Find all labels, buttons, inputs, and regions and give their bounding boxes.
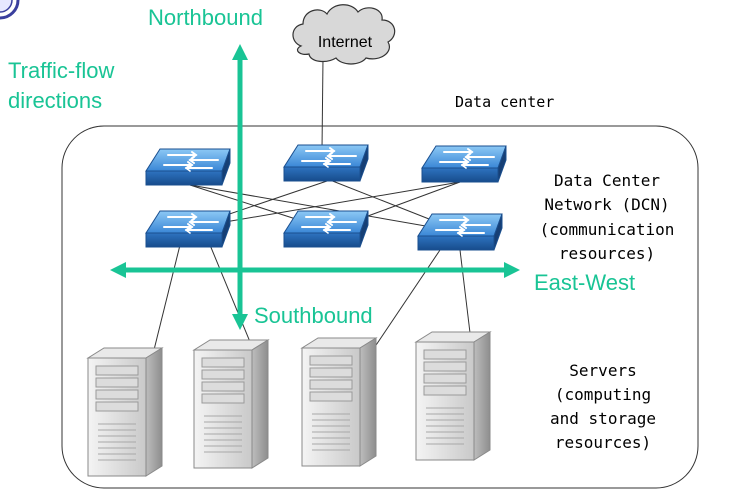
university-seal-icon	[0, 0, 20, 20]
data-center-boundary	[61, 125, 699, 489]
servers-label-line: (computing	[555, 385, 651, 404]
east-west-label: East-West	[534, 270, 635, 295]
server-1	[87, 347, 163, 477]
internet-label: Internet	[318, 34, 373, 51]
traffic-flow-label-line2: directions	[8, 88, 102, 113]
server-3	[301, 337, 377, 467]
switch-bottom-left	[145, 210, 231, 248]
servers-label-line: Servers	[569, 361, 636, 380]
servers-label-line: resources)	[555, 433, 651, 452]
switch-bottom-right	[417, 213, 503, 251]
dcn-label-line: Network (DCN)	[544, 195, 669, 214]
switch-top-center	[283, 144, 369, 182]
switch-top-left	[145, 148, 231, 186]
switch-top-right	[421, 145, 507, 183]
data-center-label: Data center	[455, 93, 554, 111]
traffic-flow-label-line1: Traffic-flow	[8, 58, 114, 83]
dcn-label-line: resources)	[559, 244, 655, 263]
dcn-label-line: Data Center	[554, 171, 660, 190]
servers-label-line: and storage	[550, 409, 656, 428]
switch-bottom-center	[283, 210, 369, 248]
dcn-label: Data Center Network (DCN) (communication…	[540, 171, 675, 263]
dcn-label-line: (communication	[540, 220, 675, 239]
internet-cloud-icon	[292, 4, 396, 65]
southbound-label: Southbound	[254, 303, 373, 328]
northbound-label: Northbound	[148, 5, 263, 30]
server-2	[193, 339, 269, 469]
server-4	[415, 331, 491, 461]
servers-label: Servers (computing and storage resources…	[550, 361, 656, 452]
